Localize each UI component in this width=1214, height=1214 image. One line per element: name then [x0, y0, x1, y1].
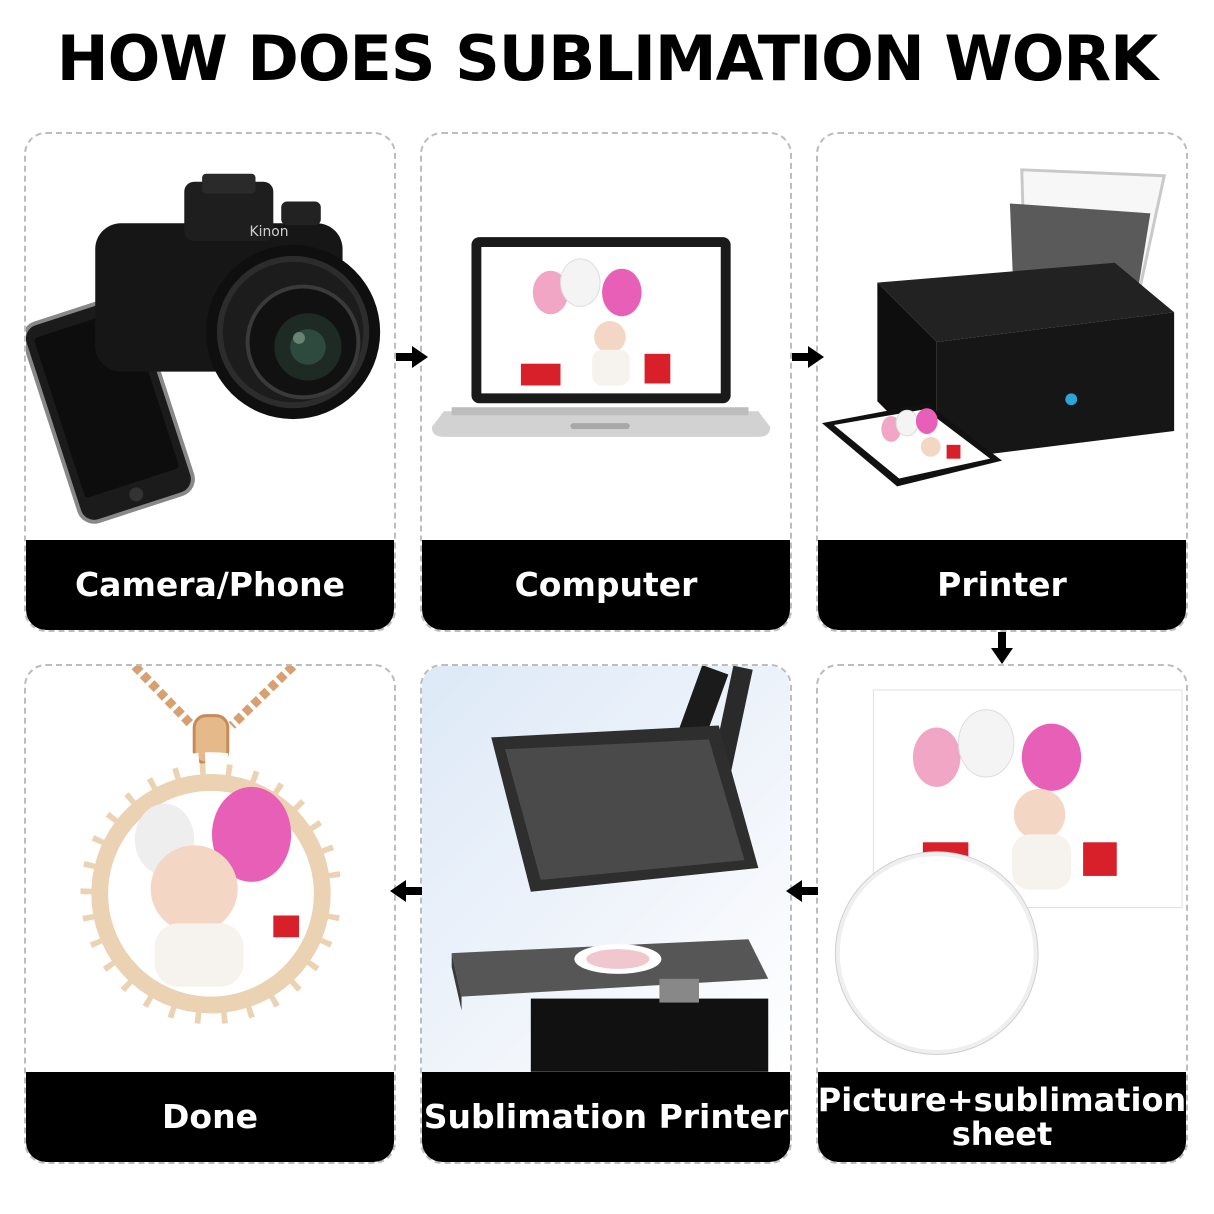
printer-icon	[818, 134, 1186, 540]
arrow-right-icon	[396, 346, 428, 368]
step-label-printer: Printer	[818, 540, 1186, 630]
step-printer: Printer	[816, 132, 1188, 632]
step-done: Done	[24, 664, 396, 1164]
page-title: HOW DOES SUBLIMATION WORK	[56, 22, 1158, 95]
camera-phone-icon: Kinon	[26, 134, 394, 540]
camera-brand: Kinon	[250, 224, 289, 240]
step-label-camera-phone: Camera/Phone	[26, 540, 394, 630]
step-computer: Computer	[420, 132, 792, 632]
arrow-left-icon	[390, 880, 422, 902]
arrow-down-icon	[991, 632, 1013, 664]
sublimation-sheet-icon	[818, 666, 1186, 1072]
arrow-right-icon	[792, 346, 824, 368]
step-sublimation-printer: Sublimation Printer	[420, 664, 792, 1164]
step-label-line2: sheet	[951, 1115, 1053, 1153]
step-camera-phone: Kinon Camera/Phone	[24, 132, 396, 632]
heat-press-icon	[422, 666, 790, 1072]
step-label-computer: Computer	[422, 540, 790, 630]
step-label-picture-sheet: Picture+sublimation sheet	[818, 1072, 1186, 1162]
pendant-necklace-icon	[26, 666, 394, 1072]
arrow-left-icon	[786, 880, 818, 902]
laptop-icon	[422, 134, 790, 540]
step-label-done: Done	[26, 1072, 394, 1162]
step-label-line1: Picture+sublimation	[817, 1081, 1187, 1119]
step-picture-sublimation-sheet: Picture+sublimation sheet	[816, 664, 1188, 1164]
step-label-sublimation-printer: Sublimation Printer	[422, 1072, 790, 1162]
